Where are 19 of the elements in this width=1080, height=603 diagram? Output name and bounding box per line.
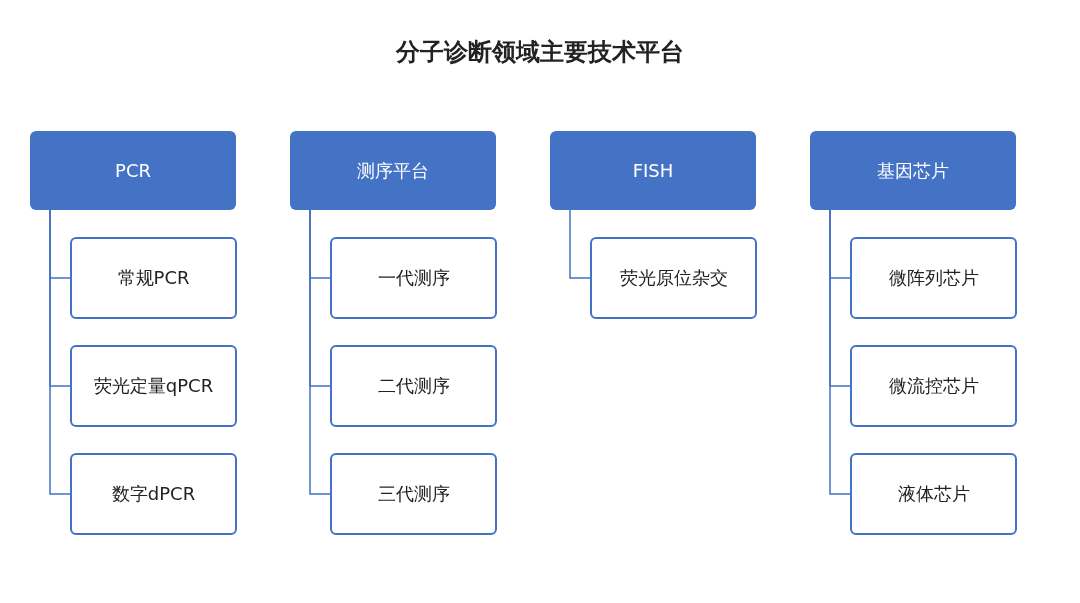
item-box: 微流控芯片 [850, 345, 1017, 427]
item-box: 荧光原位杂交 [590, 237, 757, 319]
connector-line [309, 209, 331, 495]
item-box: 三代测序 [330, 453, 497, 535]
item-box: 微阵列芯片 [850, 237, 1017, 319]
item-box: 液体芯片 [850, 453, 1017, 535]
connector-line [569, 209, 591, 279]
category-box: PCR [30, 131, 236, 210]
item-box: 数字dPCR [70, 453, 237, 535]
category-box: 基因芯片 [810, 131, 1016, 210]
item-box: 荧光定量qPCR [70, 345, 237, 427]
title: 分子诊断领域主要技术平台 [394, 37, 685, 68]
category-box: FISH [550, 131, 756, 210]
connector-line [829, 209, 851, 495]
item-box: 一代测序 [330, 237, 497, 319]
connector-line [49, 209, 71, 495]
category-box: 测序平台 [290, 131, 496, 210]
item-box: 二代测序 [330, 345, 497, 427]
item-box: 常规PCR [70, 237, 237, 319]
